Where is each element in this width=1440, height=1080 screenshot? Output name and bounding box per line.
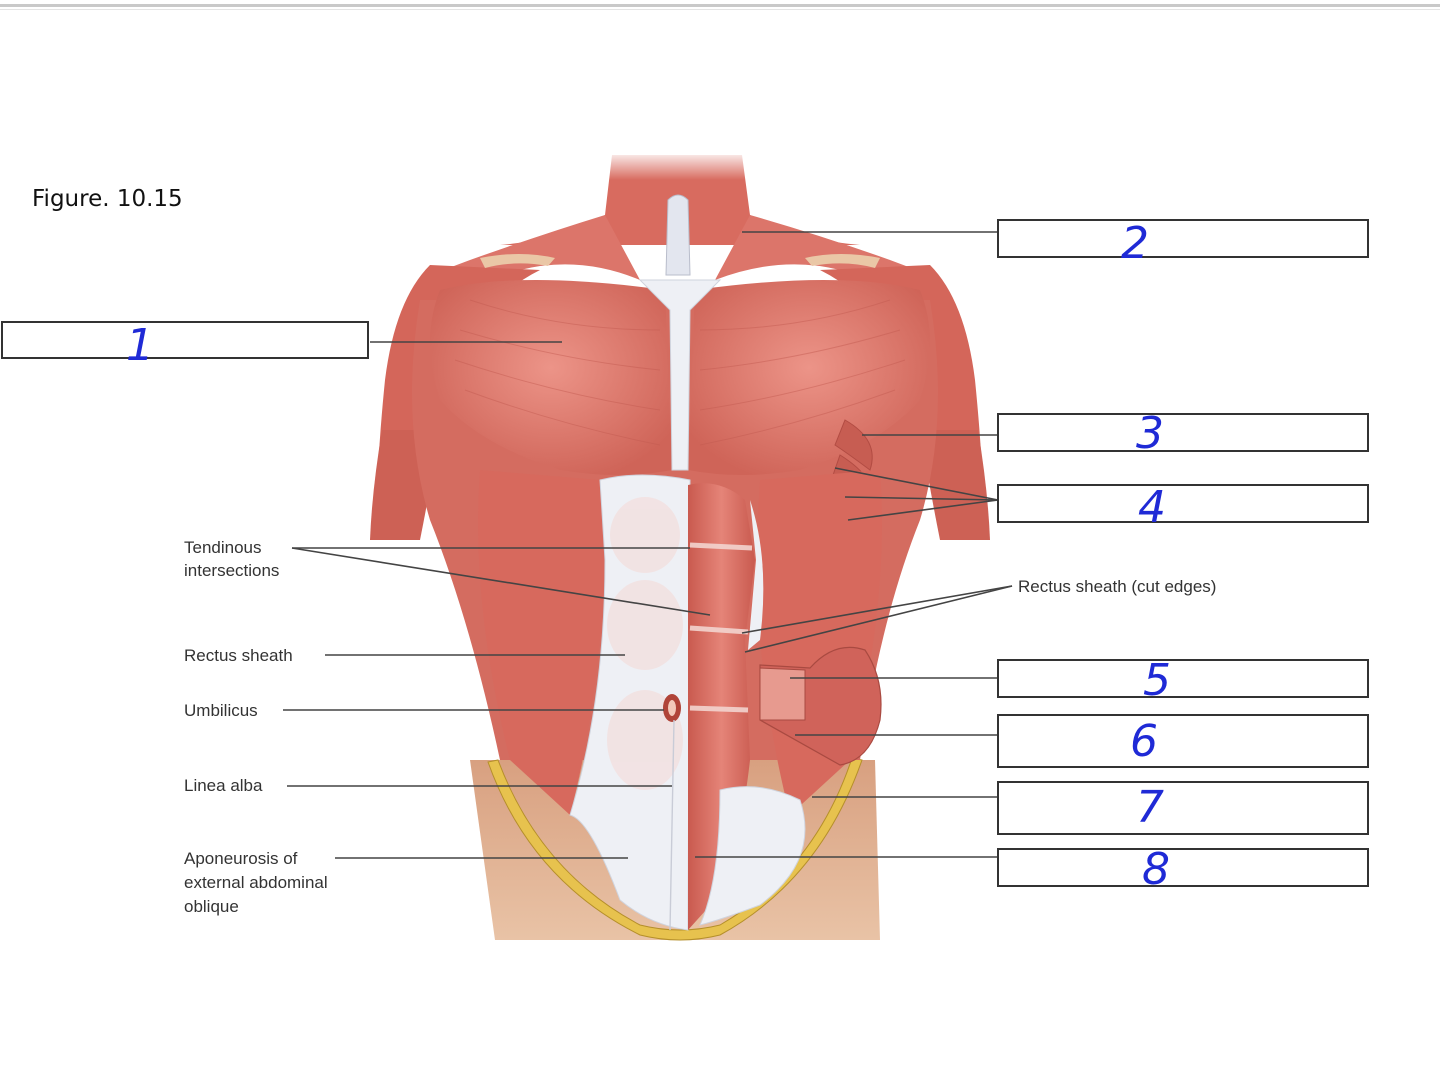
- label-aponeurosis-line1: Aponeurosis of: [184, 849, 298, 868]
- rectus-sheath-right: [748, 500, 764, 650]
- answer-box-2[interactable]: 2: [997, 218, 1369, 269]
- answer-number-4: 4: [1138, 482, 1166, 533]
- pectoralis-major-left: [430, 280, 672, 475]
- trapezius-left: [430, 215, 640, 280]
- label-umbilicus: Umbilicus: [184, 701, 258, 720]
- tendinous-intersection-lines: [689, 542, 753, 713]
- rectus-under-sheath: [607, 497, 683, 790]
- leader-lines-left: [283, 341, 711, 859]
- label-rectus-sheath: Rectus sheath: [184, 646, 293, 665]
- label-tendinous-line2: intersections: [184, 561, 279, 580]
- pectoral-fiber-lines: [454, 299, 906, 446]
- answer-number-3: 3: [1136, 408, 1164, 459]
- clavicle-left: [480, 254, 555, 268]
- label-tendinous-line1: Tendinous: [184, 538, 262, 557]
- umbilicus-center: [668, 700, 676, 716]
- answer-number-5: 5: [1143, 655, 1171, 706]
- top-border: [0, 4, 1440, 7]
- answer-number-6: 6: [1130, 716, 1158, 767]
- sternum-fascia: [638, 279, 722, 471]
- transversus-window: [759, 667, 806, 721]
- label-rectus-sheath-cut-edges: Rectus sheath (cut edges): [1018, 577, 1216, 596]
- trachea: [665, 194, 691, 276]
- rectus-sheath-lower-right: [699, 786, 806, 926]
- answer-box-7[interactable]: 7: [997, 781, 1369, 835]
- answer-number-7: 7: [1136, 782, 1164, 833]
- pectoralis-major-right: [688, 280, 930, 475]
- answer-box-5[interactable]: 5: [997, 655, 1369, 706]
- answer-box-4[interactable]: 4: [997, 482, 1369, 533]
- deltoid-right: [820, 265, 982, 470]
- answer-number-2: 2: [1121, 218, 1149, 269]
- answer-box-3[interactable]: 3: [997, 408, 1369, 459]
- leader-lines-right: [695, 231, 1013, 858]
- answer-box-6[interactable]: 6: [997, 714, 1369, 768]
- figure-title: Figure. 10.15: [32, 186, 183, 212]
- external-oblique-left: [478, 470, 605, 815]
- answer-number-8: 8: [1142, 844, 1170, 895]
- answer-box-8[interactable]: 8: [997, 844, 1369, 895]
- answer-box-1[interactable]: 1: [1, 320, 369, 371]
- top-border-secondary: [0, 9, 1440, 10]
- label-aponeurosis-line3: oblique: [184, 897, 239, 916]
- label-aponeurosis-line2: external abdominal: [184, 873, 328, 892]
- answer-number-1: 1: [126, 320, 154, 371]
- linea-alba-line: [669, 719, 675, 931]
- label-linea-alba: Linea alba: [184, 776, 263, 795]
- clavicle-right: [805, 254, 880, 268]
- arm-right: [920, 430, 990, 540]
- neck-fade: [595, 150, 765, 180]
